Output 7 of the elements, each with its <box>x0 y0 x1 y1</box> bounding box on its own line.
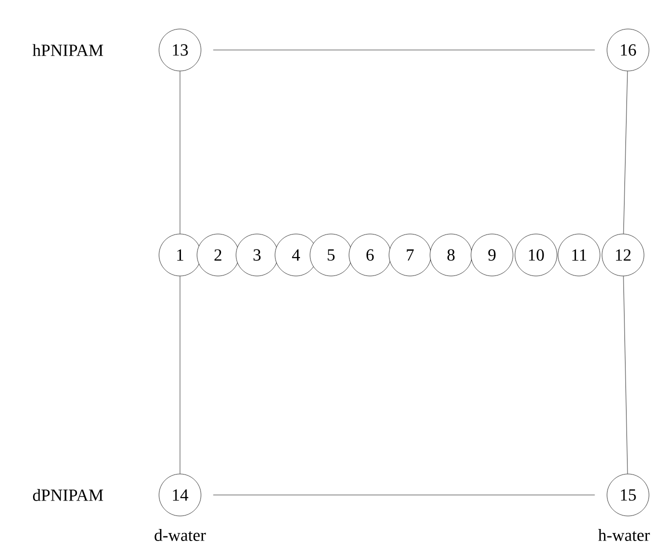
sample-label: d-water <box>154 529 206 541</box>
connector-line <box>623 70 628 234</box>
sample-label: hPNIPAM <box>32 44 104 56</box>
sample-label: dPNIPAM <box>33 489 104 501</box>
connector-line <box>213 494 595 496</box>
sample-label: h-water <box>598 529 650 541</box>
connector-line <box>623 276 628 474</box>
